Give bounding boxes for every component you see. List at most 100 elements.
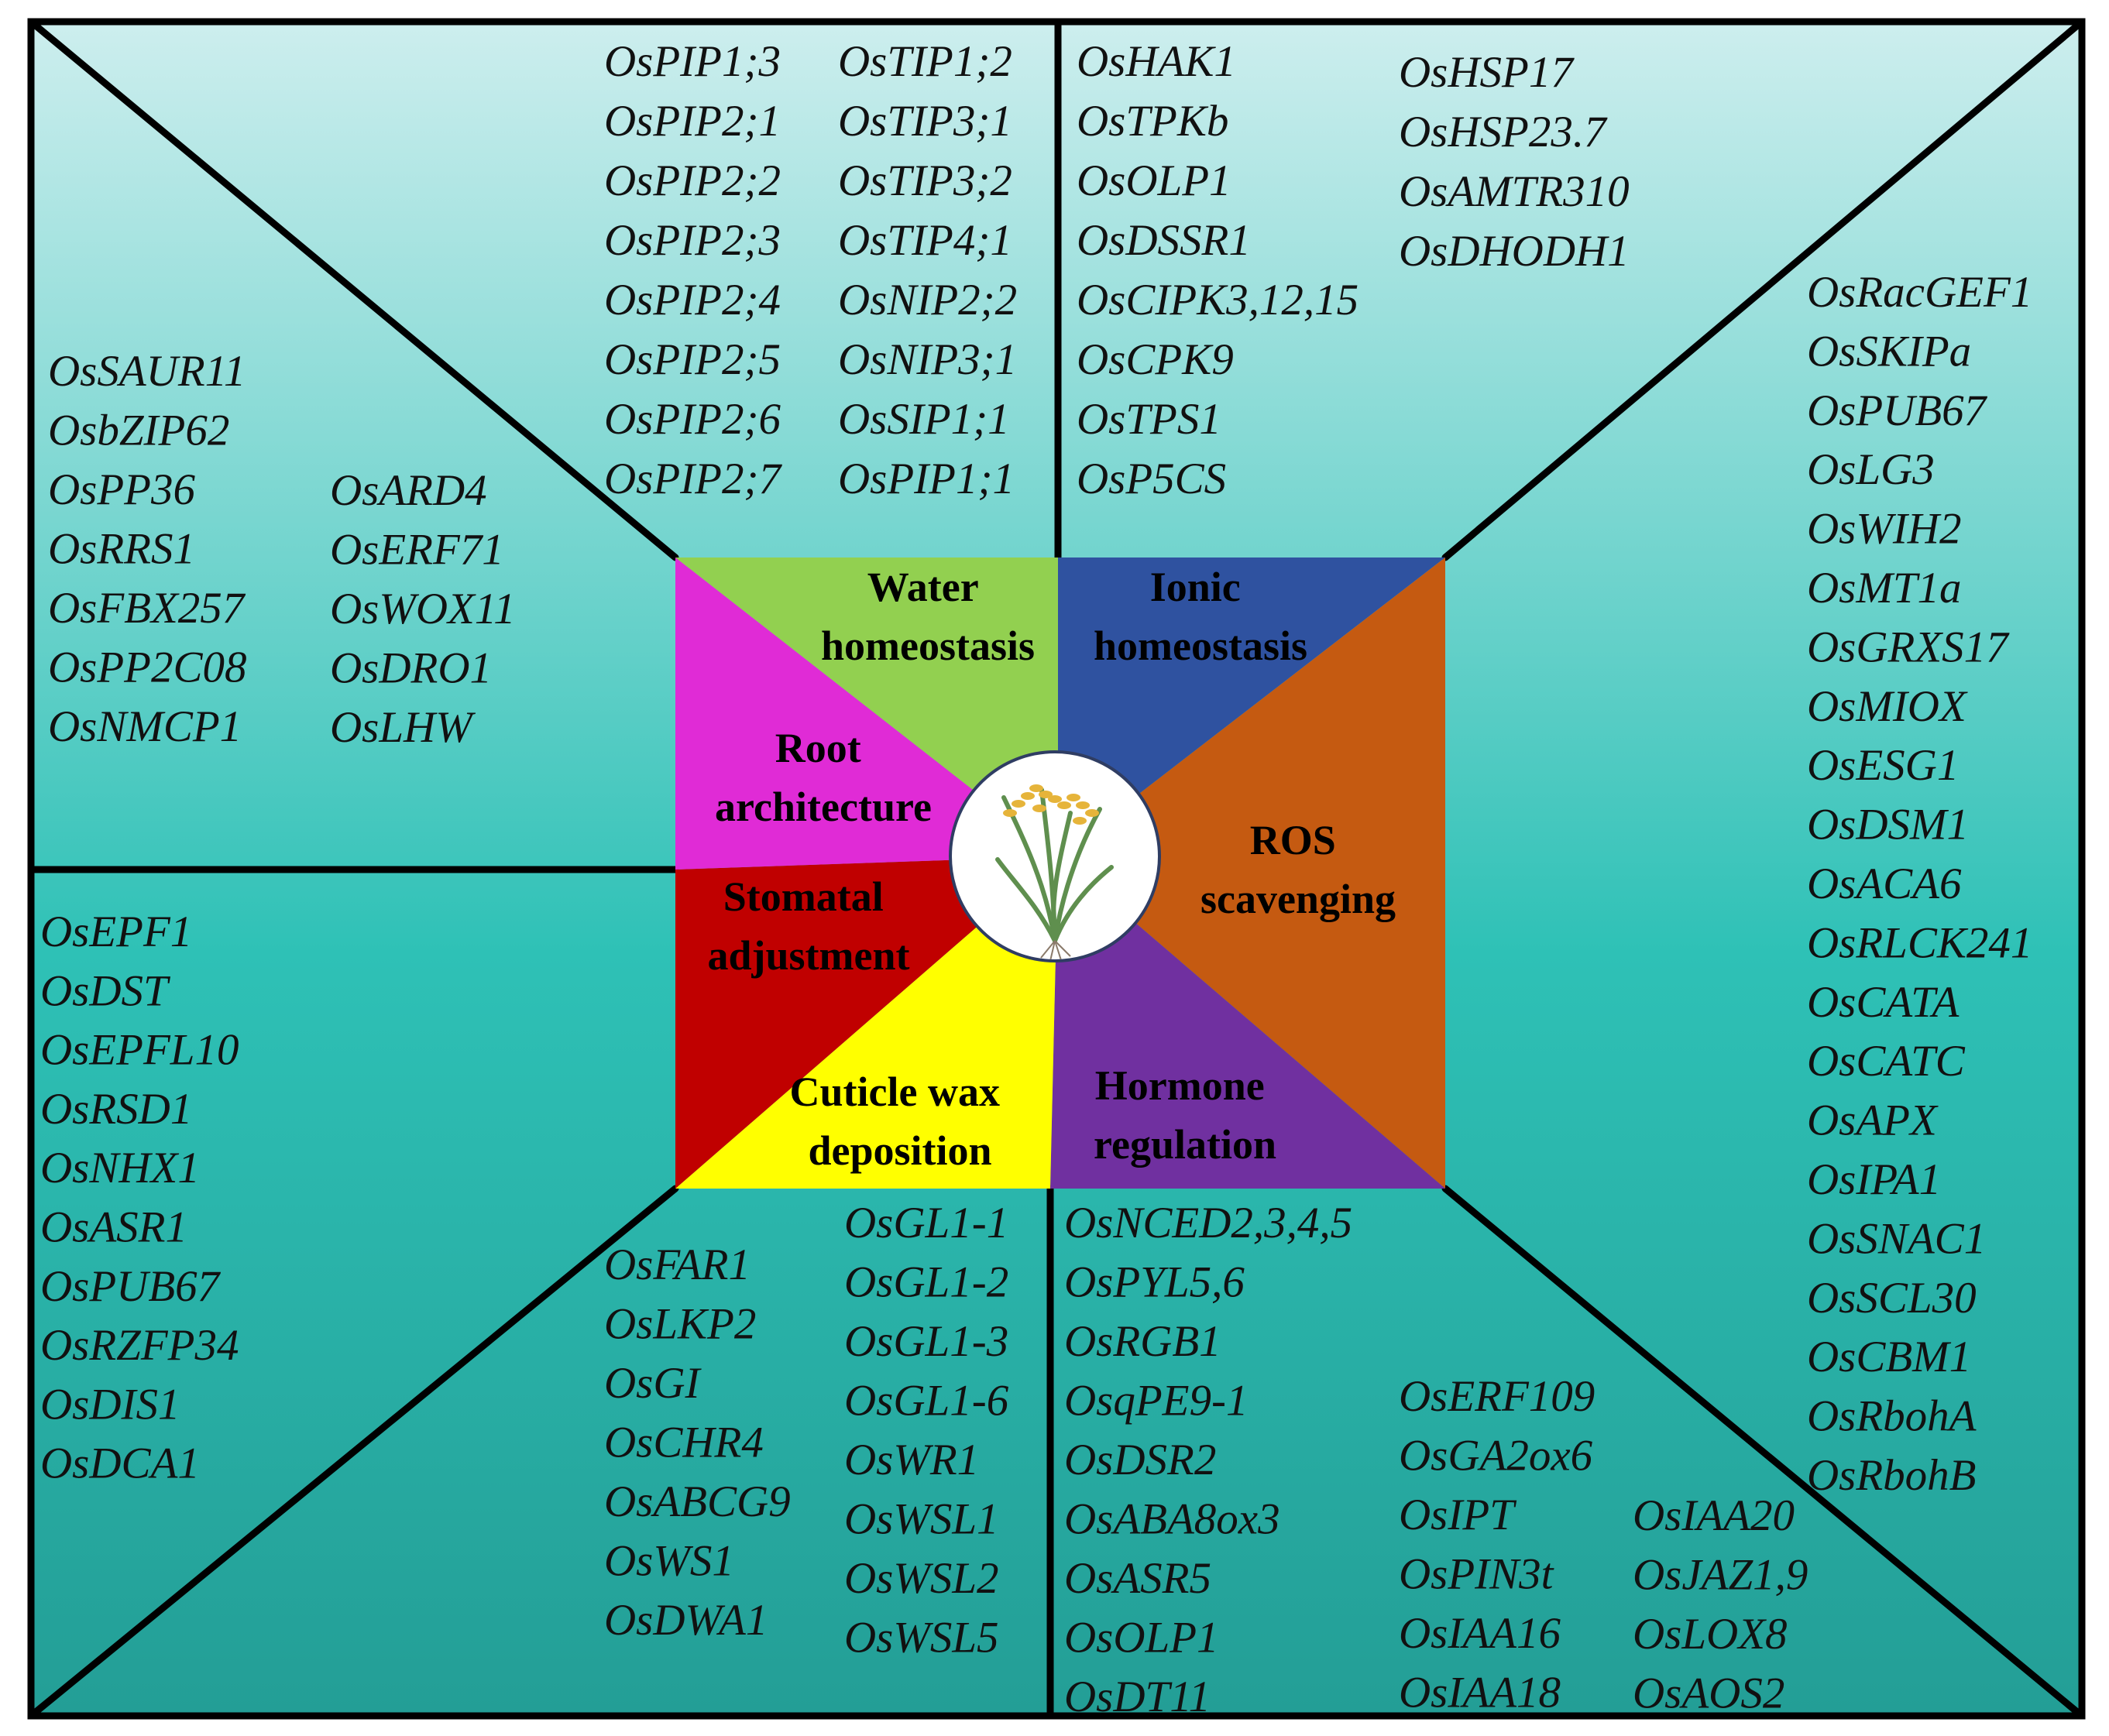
gene-label: OsAOS2 — [1633, 1669, 1784, 1718]
gene-label: OsHAK1 — [1077, 37, 1236, 86]
gene-label: OsDST — [40, 966, 171, 1015]
divider-top-left-diagonal — [27, 18, 679, 561]
gene-label: OsWIH2 — [1807, 505, 1961, 554]
category-labels: Water homeostasis Ionic homeostasis Root… — [707, 564, 1396, 1174]
gene-label: OsRbohB — [1807, 1451, 1976, 1500]
gene-label: OsCBM1 — [1807, 1333, 1971, 1381]
rice-plant-icon — [995, 784, 1114, 959]
gene-label: OsLHW — [330, 703, 476, 752]
gene-label: OsRLCK241 — [1807, 918, 2032, 967]
gene-label: OsbZIP62 — [48, 407, 229, 455]
gene-label: OsRZFP34 — [40, 1321, 239, 1370]
label-root-architecture: Root architecture — [715, 725, 932, 830]
gene-label: OsCIPK3,12,15 — [1077, 276, 1358, 324]
gene-list-water-col1: OsPIP1;3OsPIP2;1OsPIP2;2OsPIP2;3OsPIP2;4… — [604, 37, 782, 503]
gene-label: OsARD4 — [330, 466, 487, 515]
gene-label: OsMIOX — [1807, 682, 1968, 731]
gene-label: OsIPA1 — [1807, 1155, 1941, 1204]
gene-label: OsRSD1 — [40, 1085, 192, 1134]
gene-label: OsGL1-3 — [844, 1317, 1008, 1366]
gene-label: OsRGB1 — [1064, 1317, 1221, 1366]
gene-label: OsPIP1;3 — [604, 37, 781, 86]
gene-label: OsP5CS — [1077, 455, 1226, 503]
gene-label: OsPYL5,6 — [1064, 1258, 1245, 1307]
gene-label: OsTIP3;1 — [838, 97, 1012, 146]
gene-label: OsPIP2;2 — [604, 156, 781, 205]
gene-label: OsSKIPa — [1807, 327, 1971, 376]
gene-list-root-col1: OsSAUR11OsbZIP62OsPP36OsRRS1OsFBX257OsPP… — [48, 347, 247, 751]
label-cuticle-wax-deposition: Cuticle wax deposition — [790, 1069, 1011, 1174]
gene-label: OsGRXS17 — [1807, 623, 2010, 671]
gene-label: OsAPX — [1807, 1096, 1939, 1145]
gene-label: OsLKP2 — [604, 1300, 756, 1349]
gene-label: OsPIP2;3 — [604, 216, 781, 265]
gene-list-ionic-col1: OsHAK1OsTPKbOsOLP1OsDSSR1OsCIPK3,12,15Os… — [1077, 37, 1358, 503]
gene-label: OsDWA1 — [604, 1596, 768, 1645]
wedge-stomatal-adjustment — [675, 856, 1058, 1189]
gene-label: OsABCG9 — [604, 1477, 791, 1526]
gene-label: OsTIP3;2 — [838, 156, 1012, 205]
gene-list-cuticle-col2: OsGL1-1OsGL1-2OsGL1-3OsGL1-6OsWR1OsWSL1O… — [844, 1199, 1009, 1662]
gene-label: OsIAA18 — [1399, 1669, 1561, 1717]
gene-label: OsNMCP1 — [48, 702, 242, 751]
gene-label: OsPIP2;7 — [604, 455, 782, 503]
gene-label: OsNIP3;1 — [838, 335, 1017, 384]
gene-label: OsABA8ox3 — [1064, 1495, 1280, 1544]
gene-label: OsIPT — [1399, 1491, 1517, 1539]
gene-list-water-col2: OsTIP1;2OsTIP3;1OsTIP3;2OsTIP4;1OsNIP2;2… — [838, 37, 1017, 503]
gene-label: OsRRS1 — [48, 525, 195, 574]
gene-label: OsNCED2,3,4,5 — [1064, 1199, 1352, 1247]
gene-label: OsCHR4 — [604, 1419, 764, 1467]
gene-label: OsCPK9 — [1077, 335, 1234, 384]
gene-label: OsJAZ1,9 — [1633, 1551, 1808, 1600]
gene-label: OsHSP23.7 — [1399, 108, 1608, 156]
gene-label: OsIAA20 — [1633, 1491, 1795, 1540]
wedge-hormone-regulation — [1050, 856, 1445, 1189]
center-circle — [949, 750, 1161, 962]
gene-label: OsqPE9-1 — [1064, 1377, 1248, 1426]
gene-label: OsWOX11 — [330, 585, 516, 633]
gene-label: OsACA6 — [1807, 859, 1962, 908]
gene-label: OsDRO1 — [330, 644, 492, 693]
divider-bottom-right-diagonal — [1441, 1185, 2086, 1720]
gene-list-hormone-col1: OsNCED2,3,4,5OsPYL5,6OsRGB1OsqPE9-1OsDSR… — [1064, 1199, 1352, 1721]
gene-label: OsESG1 — [1807, 741, 1959, 790]
gene-label: OsRbohA — [1807, 1392, 1977, 1441]
gene-label: OsWSL1 — [844, 1495, 999, 1544]
gene-label: OsWSL5 — [844, 1614, 999, 1662]
gene-label: OsPIP2;4 — [604, 276, 781, 324]
gene-label: OsFAR1 — [604, 1240, 751, 1289]
label-ionic-homeostasis: Ionic homeostasis — [1094, 564, 1307, 669]
gene-label: OsERF109 — [1399, 1372, 1595, 1421]
gene-label: OsPIP2;6 — [604, 395, 781, 444]
gene-label: OsMT1a — [1807, 564, 1962, 612]
gene-label: OsEPFL10 — [40, 1026, 239, 1075]
gene-label: OsDSM1 — [1807, 801, 1969, 849]
divider-bottom-left-diagonal — [27, 1185, 679, 1720]
gene-label: OsTPS1 — [1077, 395, 1221, 444]
outer-frame — [27, 18, 2086, 1720]
gene-lists: OsPIP1;3OsPIP2;1OsPIP2;2OsPIP2;3OsPIP2;4… — [40, 37, 2032, 1721]
gene-label: OsLG3 — [1807, 445, 1935, 494]
gene-label: OsCATA — [1807, 978, 1960, 1027]
gene-label: OsDSSR1 — [1077, 216, 1251, 265]
gene-label: OsPIN3t — [1399, 1550, 1554, 1599]
label-water-homeostasis: Water homeostasis — [821, 564, 1035, 669]
gene-label: OsPIP1;1 — [838, 455, 1015, 503]
gene-label: OsDSR2 — [1064, 1436, 1216, 1484]
gene-label: OsASR5 — [1064, 1554, 1211, 1603]
gene-label: OsPUB67 — [40, 1262, 222, 1311]
label-hormone-regulation: Hormone regulation — [1094, 1062, 1276, 1168]
divider-top-right-diagonal — [1441, 18, 2086, 561]
gene-label: OsCATC — [1807, 1037, 1966, 1086]
gene-label: OsTIP1;2 — [838, 37, 1012, 86]
gene-label: OsERF71 — [330, 526, 504, 575]
gene-label: OsIAA16 — [1399, 1609, 1561, 1658]
gene-list-stomatal: OsEPF1OsDSTOsEPFL10OsRSD1OsNHX1OsASR1OsP… — [40, 907, 239, 1488]
gene-label: OsPIP2;1 — [604, 97, 781, 146]
section-dividers — [27, 18, 2086, 1720]
gene-label: OsWSL2 — [844, 1554, 999, 1603]
gene-label: OsTPKb — [1077, 97, 1228, 146]
